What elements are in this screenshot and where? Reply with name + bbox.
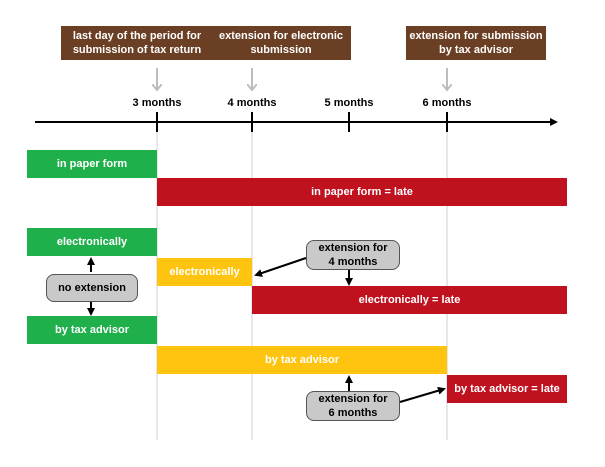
bar-paper-form: in paper form	[27, 150, 157, 178]
callout-electronic-extension: extension for electronic submission	[211, 26, 351, 60]
bar-electronically-late: electronically = late	[252, 286, 567, 314]
tick-label-5-months: 5 months	[324, 97, 374, 109]
tick-label-4-months: 4 months	[227, 97, 277, 109]
callout-advisor-extension: extension for submission by tax advisor	[406, 26, 546, 60]
tick-label-6-months: 6 months	[422, 97, 472, 109]
bar-paper-form-late: in paper form = late	[157, 178, 567, 206]
bar-electronically-extended: electronically	[157, 258, 252, 286]
ext6-arrow-right	[399, 386, 446, 403]
tick-label-3-months: 3 months	[132, 97, 182, 109]
callout-period: last day of the period for submission of…	[61, 26, 213, 60]
bar-electronically: electronically	[27, 228, 157, 256]
label-extension-4-months: extension for 4 months	[306, 240, 400, 270]
bar-by-tax-advisor: by tax advisor	[27, 316, 157, 344]
label-extension-6-months: extension for 6 months	[306, 391, 400, 421]
bar-by-tax-advisor-late: by tax advisor = late	[447, 375, 567, 403]
bar-by-tax-advisor-extended: by tax advisor	[157, 346, 447, 374]
label-no-extension: no extension	[46, 274, 138, 302]
ext4-arrow-left	[254, 257, 307, 277]
